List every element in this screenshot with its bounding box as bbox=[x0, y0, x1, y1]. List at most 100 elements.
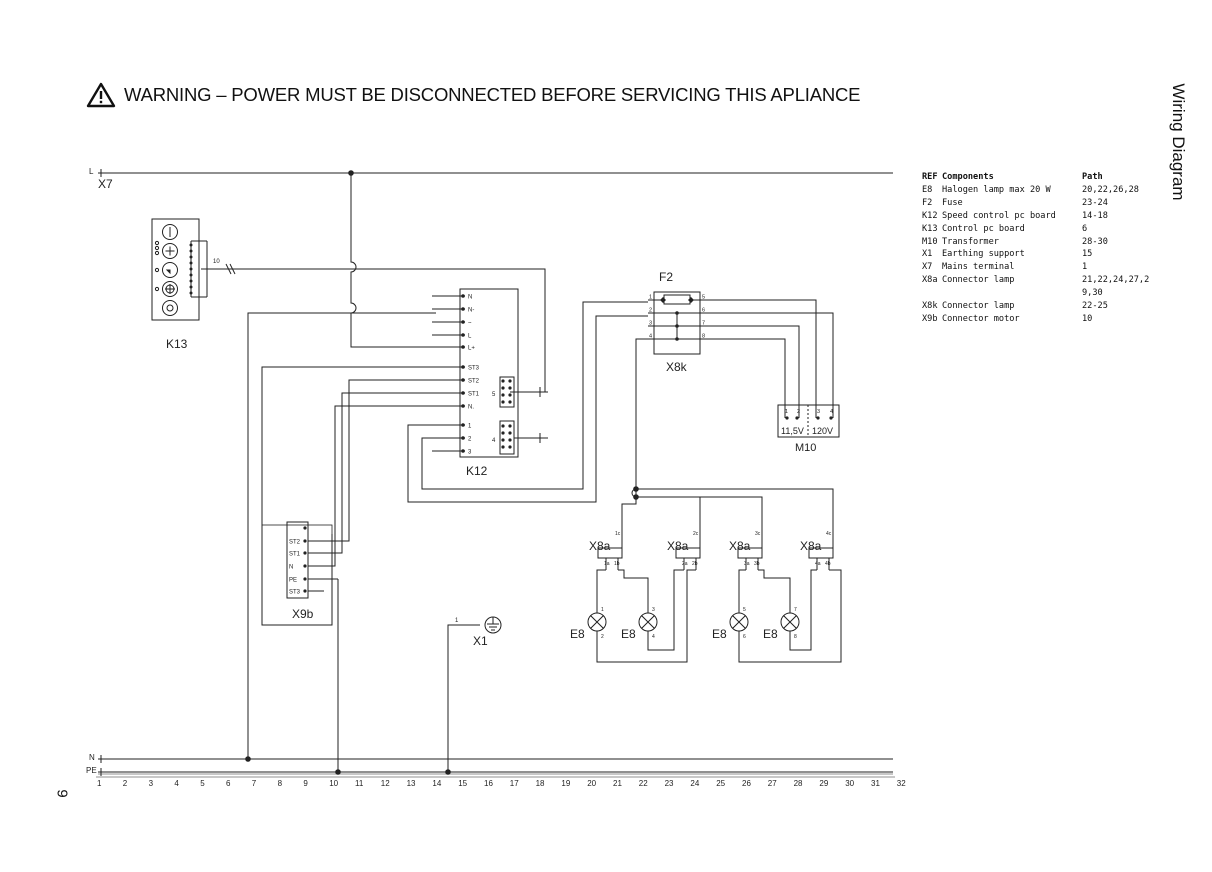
lamp-pin: 7 bbox=[794, 607, 797, 613]
lamp-pin: 4 bbox=[652, 634, 655, 640]
k13-label: K13 bbox=[166, 337, 188, 351]
wire-l-to-k12 bbox=[350, 173, 436, 348]
path-number: 7 bbox=[252, 779, 257, 788]
wire-k13-cable bbox=[201, 268, 546, 393]
path-number: 30 bbox=[845, 779, 854, 788]
wire-n9 bbox=[308, 405, 436, 567]
legend-component: Transformer bbox=[942, 236, 999, 247]
k12-pin-label: 2 bbox=[468, 437, 472, 443]
path-number: 23 bbox=[665, 779, 674, 788]
path-number: 24 bbox=[690, 779, 699, 788]
x8a-connector bbox=[808, 547, 834, 559]
path-number: 28 bbox=[794, 779, 803, 788]
x8a-bottom-pin: 2a bbox=[682, 561, 688, 567]
k12-pin-label: L+ bbox=[468, 346, 475, 352]
x8a-bottom-pin: 2b bbox=[692, 561, 698, 567]
legend-path: 28-30 bbox=[1082, 236, 1108, 247]
x8a-bottom-pin: 3b bbox=[754, 561, 760, 567]
legend-header-path: Path bbox=[1082, 172, 1103, 182]
x8k-box bbox=[653, 291, 701, 355]
wire-k12-2 bbox=[421, 301, 648, 490]
legend-ref: K13 bbox=[922, 223, 938, 234]
x7-label: X7 bbox=[98, 177, 113, 191]
legend-ref: X8k bbox=[922, 301, 938, 312]
legend-ref: X7 bbox=[922, 262, 933, 273]
lamp-label: E8 bbox=[712, 627, 727, 641]
legend-row: X7 Mains terminal 1 bbox=[922, 261, 1142, 274]
legend-component: Mains terminal bbox=[942, 262, 1015, 273]
legend-row: M10 Transformer 28-30 bbox=[922, 236, 1142, 249]
k12-pin-label: ~ bbox=[468, 321, 472, 327]
legend-header-component: Components bbox=[942, 172, 994, 182]
x8a-label: X8a bbox=[800, 539, 822, 553]
x8a-top-pin: 1c bbox=[615, 531, 621, 537]
path-number: 21 bbox=[613, 779, 622, 788]
lamp-pin: 6 bbox=[743, 634, 746, 640]
path-number: 17 bbox=[510, 779, 519, 788]
legend-component: Connector motor bbox=[942, 313, 1020, 324]
lamp-label: E8 bbox=[570, 627, 585, 641]
rail-l-label: L bbox=[89, 167, 94, 176]
path-number: 29 bbox=[819, 779, 828, 788]
lamp-pin: 2 bbox=[601, 634, 604, 640]
legend-path: 23-24 bbox=[1082, 197, 1108, 208]
rail-pe-label: PE bbox=[86, 766, 97, 775]
x1-label: X1 bbox=[473, 634, 488, 648]
legend-path: 21,22,24,27,2 9,30 bbox=[1082, 275, 1150, 299]
x1-pin: 1 bbox=[455, 618, 459, 624]
x8a-label: X8a bbox=[729, 539, 751, 553]
path-number: 11 bbox=[355, 779, 364, 788]
legend-ref: M10 bbox=[922, 236, 938, 247]
k12-pin-label: ST2 bbox=[468, 379, 480, 385]
x9b-pin-label: ST2 bbox=[289, 540, 301, 546]
x8k-pin-label: 3 bbox=[649, 321, 652, 327]
k12-pin-label: N- bbox=[468, 308, 474, 314]
legend-ref: X9b bbox=[922, 313, 938, 324]
path-number: 8 bbox=[278, 779, 283, 788]
x8a-bottom-pin: 1a bbox=[604, 561, 610, 567]
k13-box bbox=[151, 218, 200, 321]
legend-component: Fuse bbox=[942, 197, 963, 208]
x9b-pin-label: ST1 bbox=[289, 552, 301, 558]
x8a-top-pin: 4c bbox=[826, 531, 832, 537]
legend-path: 1 bbox=[1082, 262, 1088, 273]
x8k-pin-label: 6 bbox=[702, 308, 705, 314]
legend-ref: K12 bbox=[922, 210, 938, 221]
k12-pin-label: N. bbox=[468, 405, 474, 411]
lamp-pin: 8 bbox=[794, 634, 797, 640]
wire-x8k-8 bbox=[706, 338, 786, 405]
legend-path: 15 bbox=[1082, 249, 1093, 260]
x9b-pin-label: N bbox=[289, 565, 293, 571]
legend-header: REF Components Path bbox=[922, 171, 1142, 184]
x8a-connector bbox=[737, 547, 763, 559]
legend-header-ref: REF bbox=[922, 172, 938, 182]
legend-path: 10 bbox=[1082, 313, 1093, 324]
path-number: 2 bbox=[123, 779, 128, 788]
path-number: 19 bbox=[561, 779, 570, 788]
k12-pin-label: L bbox=[468, 334, 472, 340]
wire-earth bbox=[447, 624, 480, 772]
x8a-top-pin: 2c bbox=[693, 531, 699, 537]
m10-volt-a: 11,5V bbox=[781, 426, 804, 436]
x9b-box bbox=[286, 521, 309, 599]
path-number: 9 bbox=[303, 779, 308, 788]
x9b-pin-label: ST3 bbox=[289, 590, 301, 596]
k12-pin-label: ST3 bbox=[468, 366, 480, 372]
f2-label: F2 bbox=[659, 270, 673, 284]
legend-component: Halogen lamp max 20 W bbox=[942, 184, 1051, 195]
x8k-label: X8k bbox=[666, 360, 688, 374]
x8a-top-pin: 3c bbox=[755, 531, 761, 537]
path-number: 3 bbox=[149, 779, 154, 788]
m10-pin-label: 4 bbox=[830, 409, 833, 415]
k12-pin-label: 1 bbox=[468, 424, 472, 430]
path-number: 20 bbox=[587, 779, 596, 788]
path-number: 14 bbox=[432, 779, 441, 788]
warning-triangle-icon bbox=[86, 82, 116, 108]
x8k-pin-label: 8 bbox=[702, 334, 705, 340]
